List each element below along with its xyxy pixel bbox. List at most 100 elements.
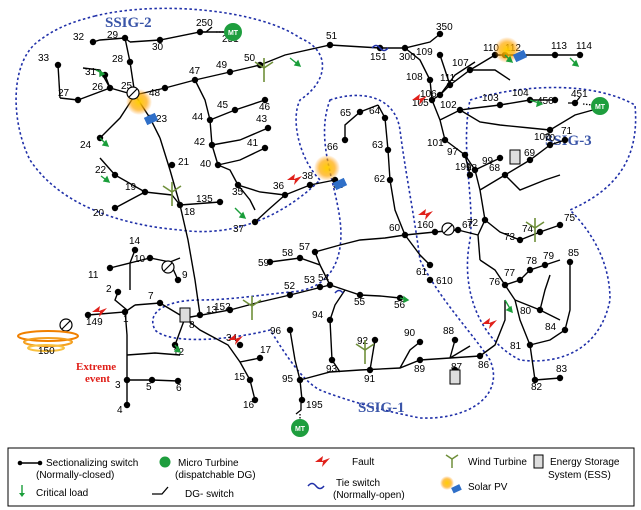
bus-node xyxy=(461,151,469,159)
node-label: 160 xyxy=(417,220,434,231)
fault-icon xyxy=(412,94,427,105)
dg-switch-icon xyxy=(568,96,581,104)
node-label: 108 xyxy=(406,72,423,83)
bus-node xyxy=(384,146,392,154)
node-label: 44 xyxy=(192,112,204,123)
node-label: 13 xyxy=(206,305,218,316)
node-label: 18 xyxy=(184,207,196,218)
node-label: 28 xyxy=(112,54,124,65)
ssig2-boundary xyxy=(15,7,324,233)
node-label: 101 xyxy=(427,138,444,149)
node-label: 78 xyxy=(526,256,538,267)
node-label: 72 xyxy=(467,218,479,229)
bus-node xyxy=(501,281,509,289)
bus-node xyxy=(54,61,62,69)
bus-node xyxy=(536,306,544,314)
wind-turbine-icon xyxy=(355,340,375,364)
bus-node xyxy=(174,276,182,284)
node-label: 95 xyxy=(282,374,294,385)
legend-sectionalizing: Sectionalizing switch (Normally-closed) xyxy=(17,458,138,481)
bus-node xyxy=(526,266,534,274)
ssig3-boundary xyxy=(465,86,637,362)
micro-turbine-mt: MT xyxy=(224,23,242,41)
tie-switch-icon xyxy=(371,44,389,52)
svg-text:Tie switch: Tie switch xyxy=(336,478,380,489)
node-label: 106 xyxy=(420,89,437,100)
node-label: 89 xyxy=(414,364,426,375)
bus-node xyxy=(286,291,294,299)
bus-node xyxy=(496,154,504,162)
node-label: 59 xyxy=(258,258,270,269)
node-label: 26 xyxy=(92,82,104,93)
fault-icon xyxy=(92,306,107,317)
dg-switch-icon xyxy=(200,26,213,33)
node-label: 74 xyxy=(522,224,534,235)
bus-node xyxy=(436,30,444,38)
bus-node xyxy=(481,216,489,224)
wind-turbine-icon xyxy=(525,218,545,242)
bus-node xyxy=(551,96,559,104)
node-label: 43 xyxy=(256,114,268,125)
svg-text:MT: MT xyxy=(595,104,606,111)
bus-node xyxy=(446,81,454,89)
critical-load-arrow-icon xyxy=(504,54,514,63)
bus-node xyxy=(208,141,216,149)
bus-node xyxy=(576,51,584,59)
bus-node xyxy=(296,254,304,262)
node-label: 65 xyxy=(340,108,352,119)
bus-node xyxy=(451,336,459,344)
bus-node xyxy=(566,258,574,266)
solar-pv-icon xyxy=(314,155,340,181)
bus-node xyxy=(541,261,549,269)
bus-node xyxy=(141,188,149,196)
node-label: 63 xyxy=(372,140,384,151)
bus-node xyxy=(431,228,439,236)
node-label: 98 xyxy=(466,163,478,174)
svg-text:DG- switch: DG- switch xyxy=(185,489,234,500)
tie-switch-icon xyxy=(334,289,344,294)
node-label: 87 xyxy=(451,362,463,373)
micro-turbine-mt: MT xyxy=(591,97,609,115)
bus-node xyxy=(148,376,156,384)
bus-node xyxy=(281,191,289,199)
critical-load-arrow-icon xyxy=(234,207,247,219)
node-label: 32 xyxy=(73,32,85,43)
node-label: 29 xyxy=(107,30,119,41)
critical-load-arrow-icon xyxy=(529,99,544,108)
node-label: 66 xyxy=(327,142,339,153)
bus-node xyxy=(251,396,259,404)
node-label: 19 xyxy=(125,182,137,193)
bus-node xyxy=(454,226,462,234)
node-label: 250 xyxy=(196,18,213,29)
bus-node xyxy=(546,126,554,134)
faults xyxy=(92,94,497,345)
bus-node xyxy=(526,341,534,349)
bus-node xyxy=(341,136,349,144)
extreme-event-label-line2: event xyxy=(85,373,110,385)
node-label: 113 xyxy=(551,41,567,52)
node-label: 68 xyxy=(489,163,501,174)
node-label: 64 xyxy=(369,106,381,117)
bus-node xyxy=(426,276,434,284)
svg-text:Critical load: Critical load xyxy=(36,488,88,499)
node-label: 610 xyxy=(436,276,453,287)
node-label: 150 xyxy=(38,346,55,357)
node-label: 195 xyxy=(306,400,323,411)
critical-load-arrow-icon xyxy=(399,295,410,304)
bus-node xyxy=(121,308,129,316)
node-label: 109 xyxy=(416,47,433,58)
node-label: 100 xyxy=(534,132,551,143)
bus-node xyxy=(386,176,394,184)
node-label: 6 xyxy=(176,383,182,394)
bus-node xyxy=(111,204,119,212)
node-label: 33 xyxy=(38,53,50,64)
node-label: 60 xyxy=(389,223,401,234)
wind-turbine-icon xyxy=(242,296,262,320)
node-label: 61 xyxy=(416,267,428,278)
node-label: 92 xyxy=(357,336,369,347)
node-label: 49 xyxy=(216,60,228,71)
bus-node xyxy=(298,396,306,404)
svg-text:Solar PV: Solar PV xyxy=(468,482,508,493)
sectionalizing-switches xyxy=(59,86,455,332)
